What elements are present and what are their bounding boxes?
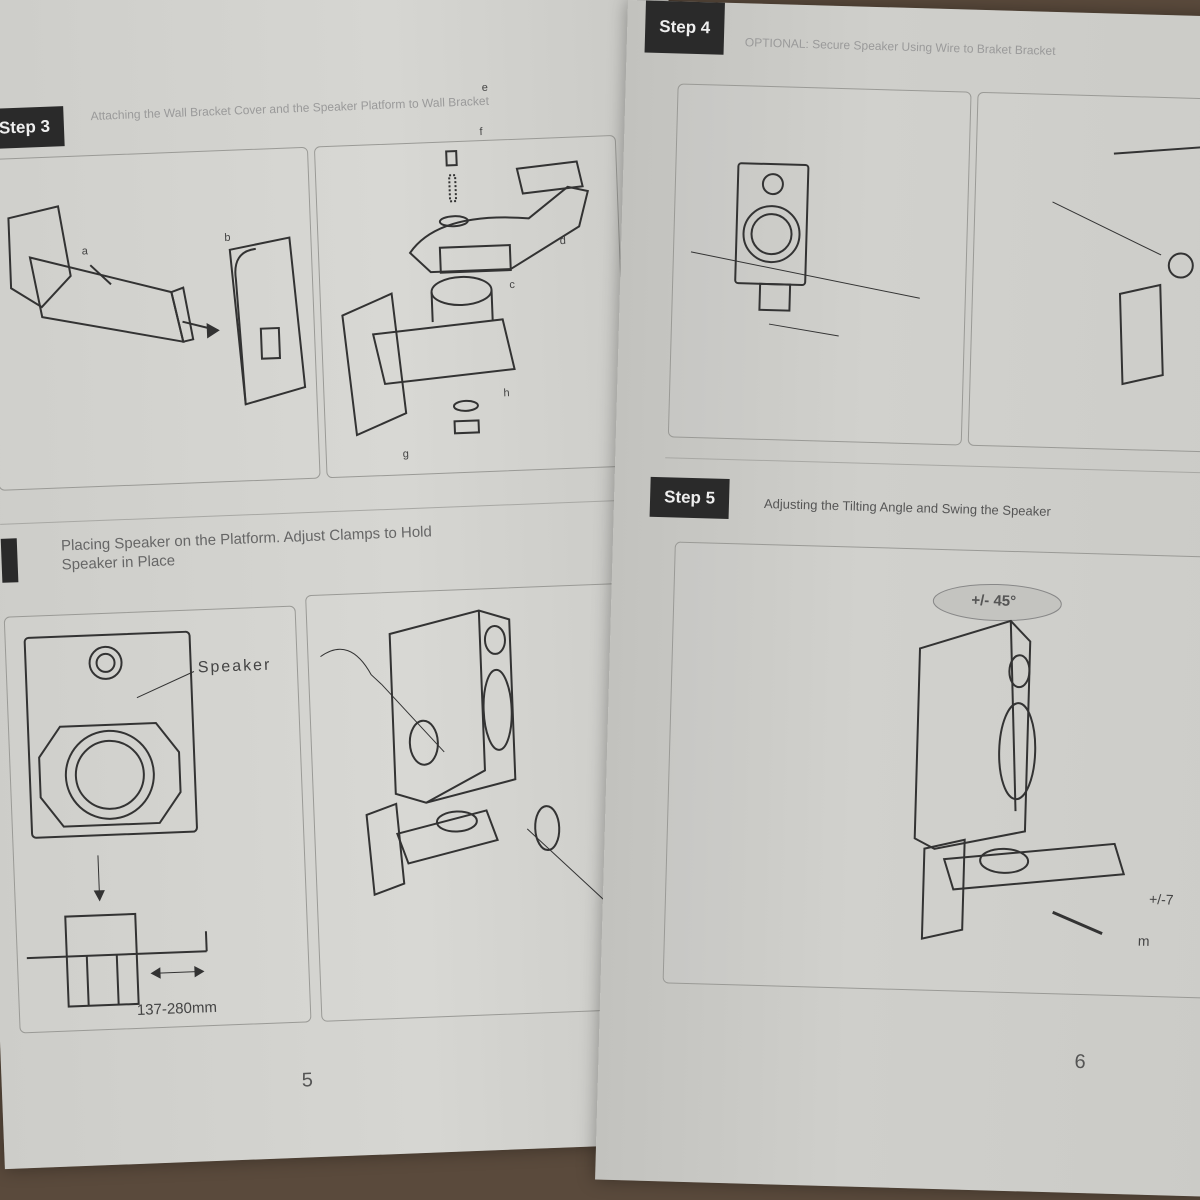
part-label-a: a: [81, 245, 89, 258]
step-placing-title: Placing Speaker on the Platform. Adjust …: [61, 515, 622, 574]
speaker-leader-line: [136, 669, 197, 701]
step-3-title: Attaching the Wall Bracket Cover and the…: [90, 93, 490, 124]
page-number-left: 5: [301, 1069, 314, 1092]
mounted-speaker-drawing: [319, 595, 644, 1007]
swing-angle-label: +/- 45°: [971, 591, 1017, 611]
part-label-g: g: [402, 448, 410, 461]
speaker-front-drawing: [25, 631, 203, 847]
part-label-d: d: [559, 234, 567, 248]
step-5-tab: Step 5: [649, 476, 730, 520]
step-4-tab: Step 4: [644, 0, 725, 55]
part-label-e: e: [481, 81, 489, 95]
step-3-tab: Step 3: [0, 106, 65, 150]
part-label-b: b: [224, 231, 231, 245]
part-label-h: h: [503, 387, 510, 400]
step-5-title: Adjusting the Tilting Angle and Swing th…: [763, 495, 1052, 520]
wire-secure-detail-drawing: [1008, 141, 1200, 387]
wall-bracket-drawing: [0, 187, 307, 458]
divider-right: [665, 457, 1200, 475]
tilt-angle-label: +/-7: [1148, 890, 1174, 908]
platform-dimension-drawing: [23, 848, 289, 1028]
swing-angle-ellipse: [931, 579, 1072, 633]
tilt-speaker-drawing: [901, 608, 1200, 977]
page-number-right: 6: [1074, 1050, 1086, 1074]
speaker-label: Speaker: [197, 656, 272, 677]
dimension-label: 137-280mm: [136, 998, 218, 1019]
step-4-tab-edge: [0, 538, 19, 583]
part-label-c: c: [509, 278, 516, 292]
manual-page-right: Step 4 OPTIONAL: Secure Speaker Using Wi…: [595, 0, 1200, 1197]
platform-assembly-drawing: [326, 145, 618, 466]
step-4-title: OPTIONAL: Secure Speaker Using Wire to B…: [744, 35, 1056, 58]
tool-label-m: m: [1137, 932, 1150, 949]
part-label-f: f: [479, 126, 483, 139]
wire-secure-drawing: [688, 152, 963, 359]
